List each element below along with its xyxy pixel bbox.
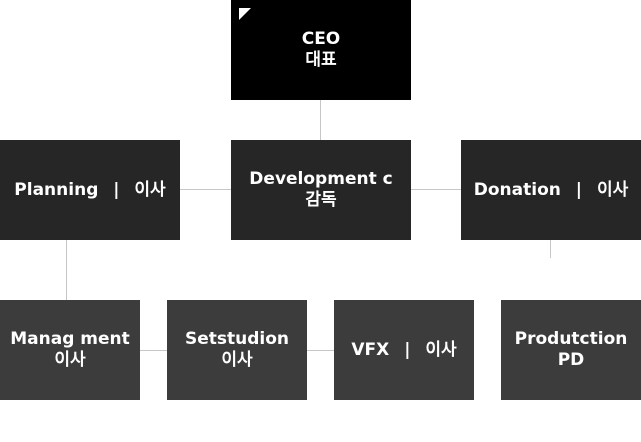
node-donation: Donation | 이사: [461, 140, 641, 240]
node-setstudion-role: 이사: [221, 350, 253, 370]
node-planning: Planning | 이사: [0, 140, 180, 240]
node-vfx-separator: |: [404, 339, 411, 360]
node-ceo-role: 대표: [305, 50, 337, 70]
node-development: Development c 감독: [231, 140, 411, 240]
node-planning-separator: |: [113, 179, 120, 200]
node-setstudion: Setstudion 이사: [167, 300, 307, 400]
connector-management-setstudion: [140, 350, 167, 351]
node-production: Produtction PD: [501, 300, 641, 400]
corner-triangle-icon: [239, 8, 251, 20]
node-vfx-line: VFX | 이사: [351, 340, 456, 361]
node-production-role: PD: [557, 350, 585, 370]
node-planning-title: Planning: [14, 179, 99, 200]
node-planning-line: Planning | 이사: [14, 180, 165, 201]
connector-planning-development: [180, 189, 231, 190]
connector-planning-management: [66, 240, 67, 300]
node-vfx-role: 이사: [425, 339, 457, 360]
connector-ceo-development: [320, 100, 321, 140]
node-production-title: Produtction: [514, 329, 628, 349]
node-donation-line: Donation | 이사: [474, 180, 628, 201]
node-planning-role: 이사: [134, 179, 166, 200]
node-ceo: CEO 대표: [231, 0, 411, 100]
node-development-title: Development c: [249, 169, 393, 189]
node-vfx: VFX | 이사: [334, 300, 474, 400]
node-setstudion-title: Setstudion: [184, 329, 290, 349]
node-management: Manag ment 이사: [0, 300, 140, 400]
connector-development-donation: [411, 189, 461, 190]
node-management-title: Manag ment: [10, 329, 130, 349]
node-development-role: 감독: [305, 190, 337, 210]
node-ceo-title: CEO: [301, 29, 341, 49]
node-donation-title: Donation: [473, 179, 561, 200]
node-vfx-title: VFX: [351, 339, 390, 360]
connector-setstudion-vfx: [307, 350, 334, 351]
node-donation-role: 이사: [596, 179, 629, 200]
connector-donation-stub: [550, 240, 551, 258]
node-management-role: 이사: [54, 350, 86, 370]
node-donation-separator: |: [575, 179, 583, 200]
